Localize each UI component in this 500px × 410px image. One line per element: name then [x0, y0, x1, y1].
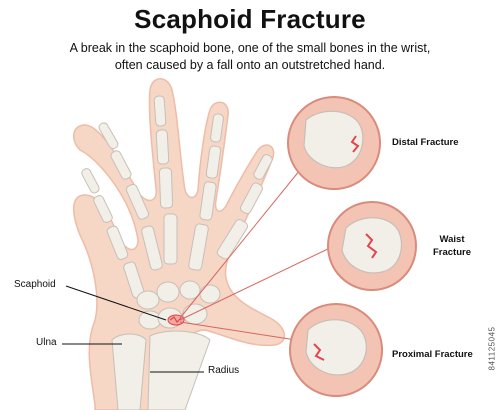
label-lines: [62, 285, 204, 373]
label-proximal-fracture: Proximal Fracture: [392, 349, 473, 360]
label-distal-fracture: Distal Fracture: [392, 137, 459, 148]
inset-proximal: [289, 303, 383, 397]
finger-bones: [81, 95, 273, 299]
diagram-subtitle: A break in the scaphoid bone, one of the…: [20, 40, 480, 74]
subtitle-line-1: A break in the scaphoid bone, one of the…: [69, 41, 431, 55]
diagram-title: Scaphoid Fracture: [134, 4, 366, 34]
inset-distal: [287, 96, 381, 190]
label-ulna: Ulna: [36, 337, 57, 348]
stock-watermark: 841125045: [487, 326, 497, 371]
label-scaphoid: Scaphoid: [14, 279, 56, 290]
hand-skin: [73, 78, 285, 410]
label-radius: Radius: [208, 365, 240, 376]
label-waist-fracture: Waist Fracture: [432, 234, 471, 258]
inset-waist: [327, 201, 417, 291]
forearm-bones: [111, 330, 211, 410]
inset-pointer-lines: [179, 169, 335, 341]
subtitle-line-2: often caused by a fall onto an outstretc…: [114, 58, 386, 72]
